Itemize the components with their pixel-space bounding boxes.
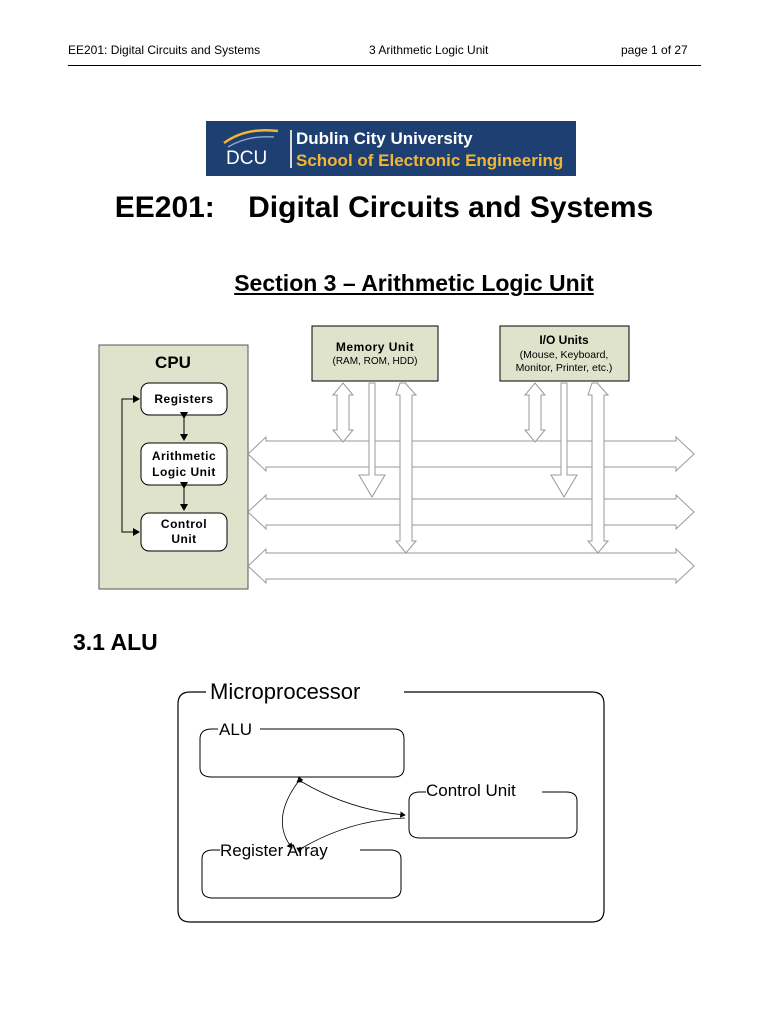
register-array-block-label: Register Array (220, 841, 328, 860)
control-label-line1: Control (161, 517, 207, 531)
control-label-line2: Unit (171, 532, 196, 546)
logo-university: Dublin City University (296, 129, 473, 148)
header-course: EE201: Digital Circuits and Systems (68, 43, 261, 57)
alu-label-line2: Logic Unit (152, 465, 216, 479)
logo-separator (290, 130, 292, 168)
data-bus (247, 435, 695, 473)
dcu-emblem: DCU (223, 129, 279, 169)
microprocessor-connectors (281, 776, 406, 854)
memory-unit-title: Memory Unit (336, 340, 414, 354)
io-units-title: I/O Units (539, 333, 589, 347)
alu-block-label: ALU (219, 720, 252, 739)
logo-mark: DCU (226, 148, 267, 169)
control-bus (247, 547, 695, 585)
system-buses (247, 435, 695, 585)
control-unit-block (408, 791, 578, 839)
io-units-subtitle-1: (Mouse, Keyboard, (520, 349, 609, 361)
section-heading-alu: 3.1 ALU (73, 629, 158, 655)
computer-architecture-diagram: CPU Registers Arithmetic Logic Unit Cont… (98, 325, 695, 590)
address-bus (247, 493, 695, 531)
memory-unit-subtitle: (RAM, ROM, HDD) (333, 356, 418, 367)
registers-label: Registers (154, 392, 213, 406)
memory-unit-box (311, 325, 439, 382)
bus-connectors (331, 382, 610, 554)
register-array-block (201, 849, 402, 899)
section-title: Section 3 – Arithmetic Logic Unit (234, 270, 594, 296)
header-page-number: page 1 of 27 (621, 43, 688, 57)
dcu-logo: DCU Dublin City University School of Ele… (206, 121, 576, 176)
alu-label-line1: Arithmetic (152, 449, 216, 463)
header-section: 3 Arithmetic Logic Unit (369, 43, 489, 57)
microprocessor-frame (177, 691, 605, 923)
microprocessor-diagram: Microprocessor ALU Control Unit Register… (177, 679, 605, 923)
header-rule (68, 65, 701, 66)
control-unit-block-label: Control Unit (426, 781, 516, 800)
logo-school: School of Electronic Engineering (296, 151, 564, 170)
io-units-box (499, 325, 630, 382)
document-title: EE201: Digital Circuits and Systems (114, 191, 654, 224)
cpu-internal-arrows (121, 395, 188, 536)
control-unit-box (140, 512, 228, 552)
microprocessor-label: Microprocessor (210, 679, 360, 704)
io-units-subtitle-2: Monitor, Printer, etc.) (516, 362, 613, 374)
cpu-label: CPU (155, 353, 191, 372)
